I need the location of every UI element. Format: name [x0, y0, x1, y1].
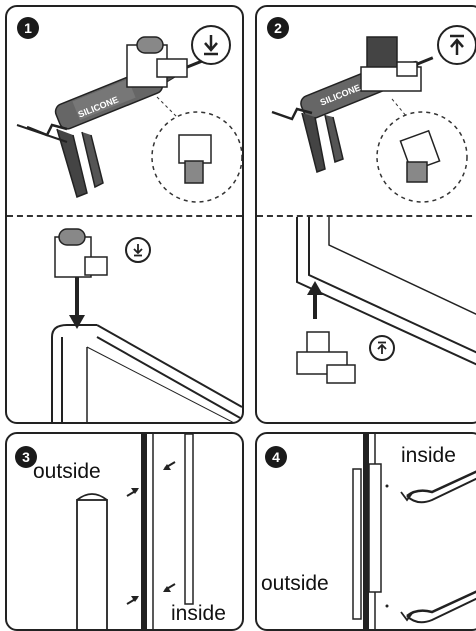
step-2-divider [257, 215, 476, 217]
arrow-up-circle-icon [437, 25, 476, 65]
frame-insert-illustration [51, 228, 242, 422]
step-2-panel: 2 SILICONE [255, 5, 476, 424]
step-3-badge: 3 [15, 446, 37, 468]
arrow-down-circle-icon [191, 25, 231, 65]
frame-top-insert-illustration [296, 217, 476, 384]
inside-label: inside [171, 602, 226, 625]
step-1-divider [7, 215, 242, 217]
outside-label: outside [261, 572, 329, 595]
step-4-panel: 4 inside outside [255, 432, 476, 631]
step-2-badge: 2 [267, 17, 289, 39]
step-3-panel: 3 outside inside [5, 432, 244, 631]
step-1-badge: 1 [17, 17, 39, 39]
seal-fitting-illustration [352, 434, 476, 629]
seal-profile-illustration [76, 434, 194, 629]
step-4-badge: 4 [265, 446, 287, 468]
inside-label: inside [401, 444, 456, 467]
caulking-gun-illustration [271, 36, 468, 203]
caulking-gun-illustration [16, 36, 242, 203]
arrow-down-circle-icon [125, 237, 151, 263]
outside-label: outside [33, 460, 101, 483]
step-1-panel: 1 SILICONE [5, 5, 244, 424]
arrow-up-circle-icon [369, 335, 395, 361]
